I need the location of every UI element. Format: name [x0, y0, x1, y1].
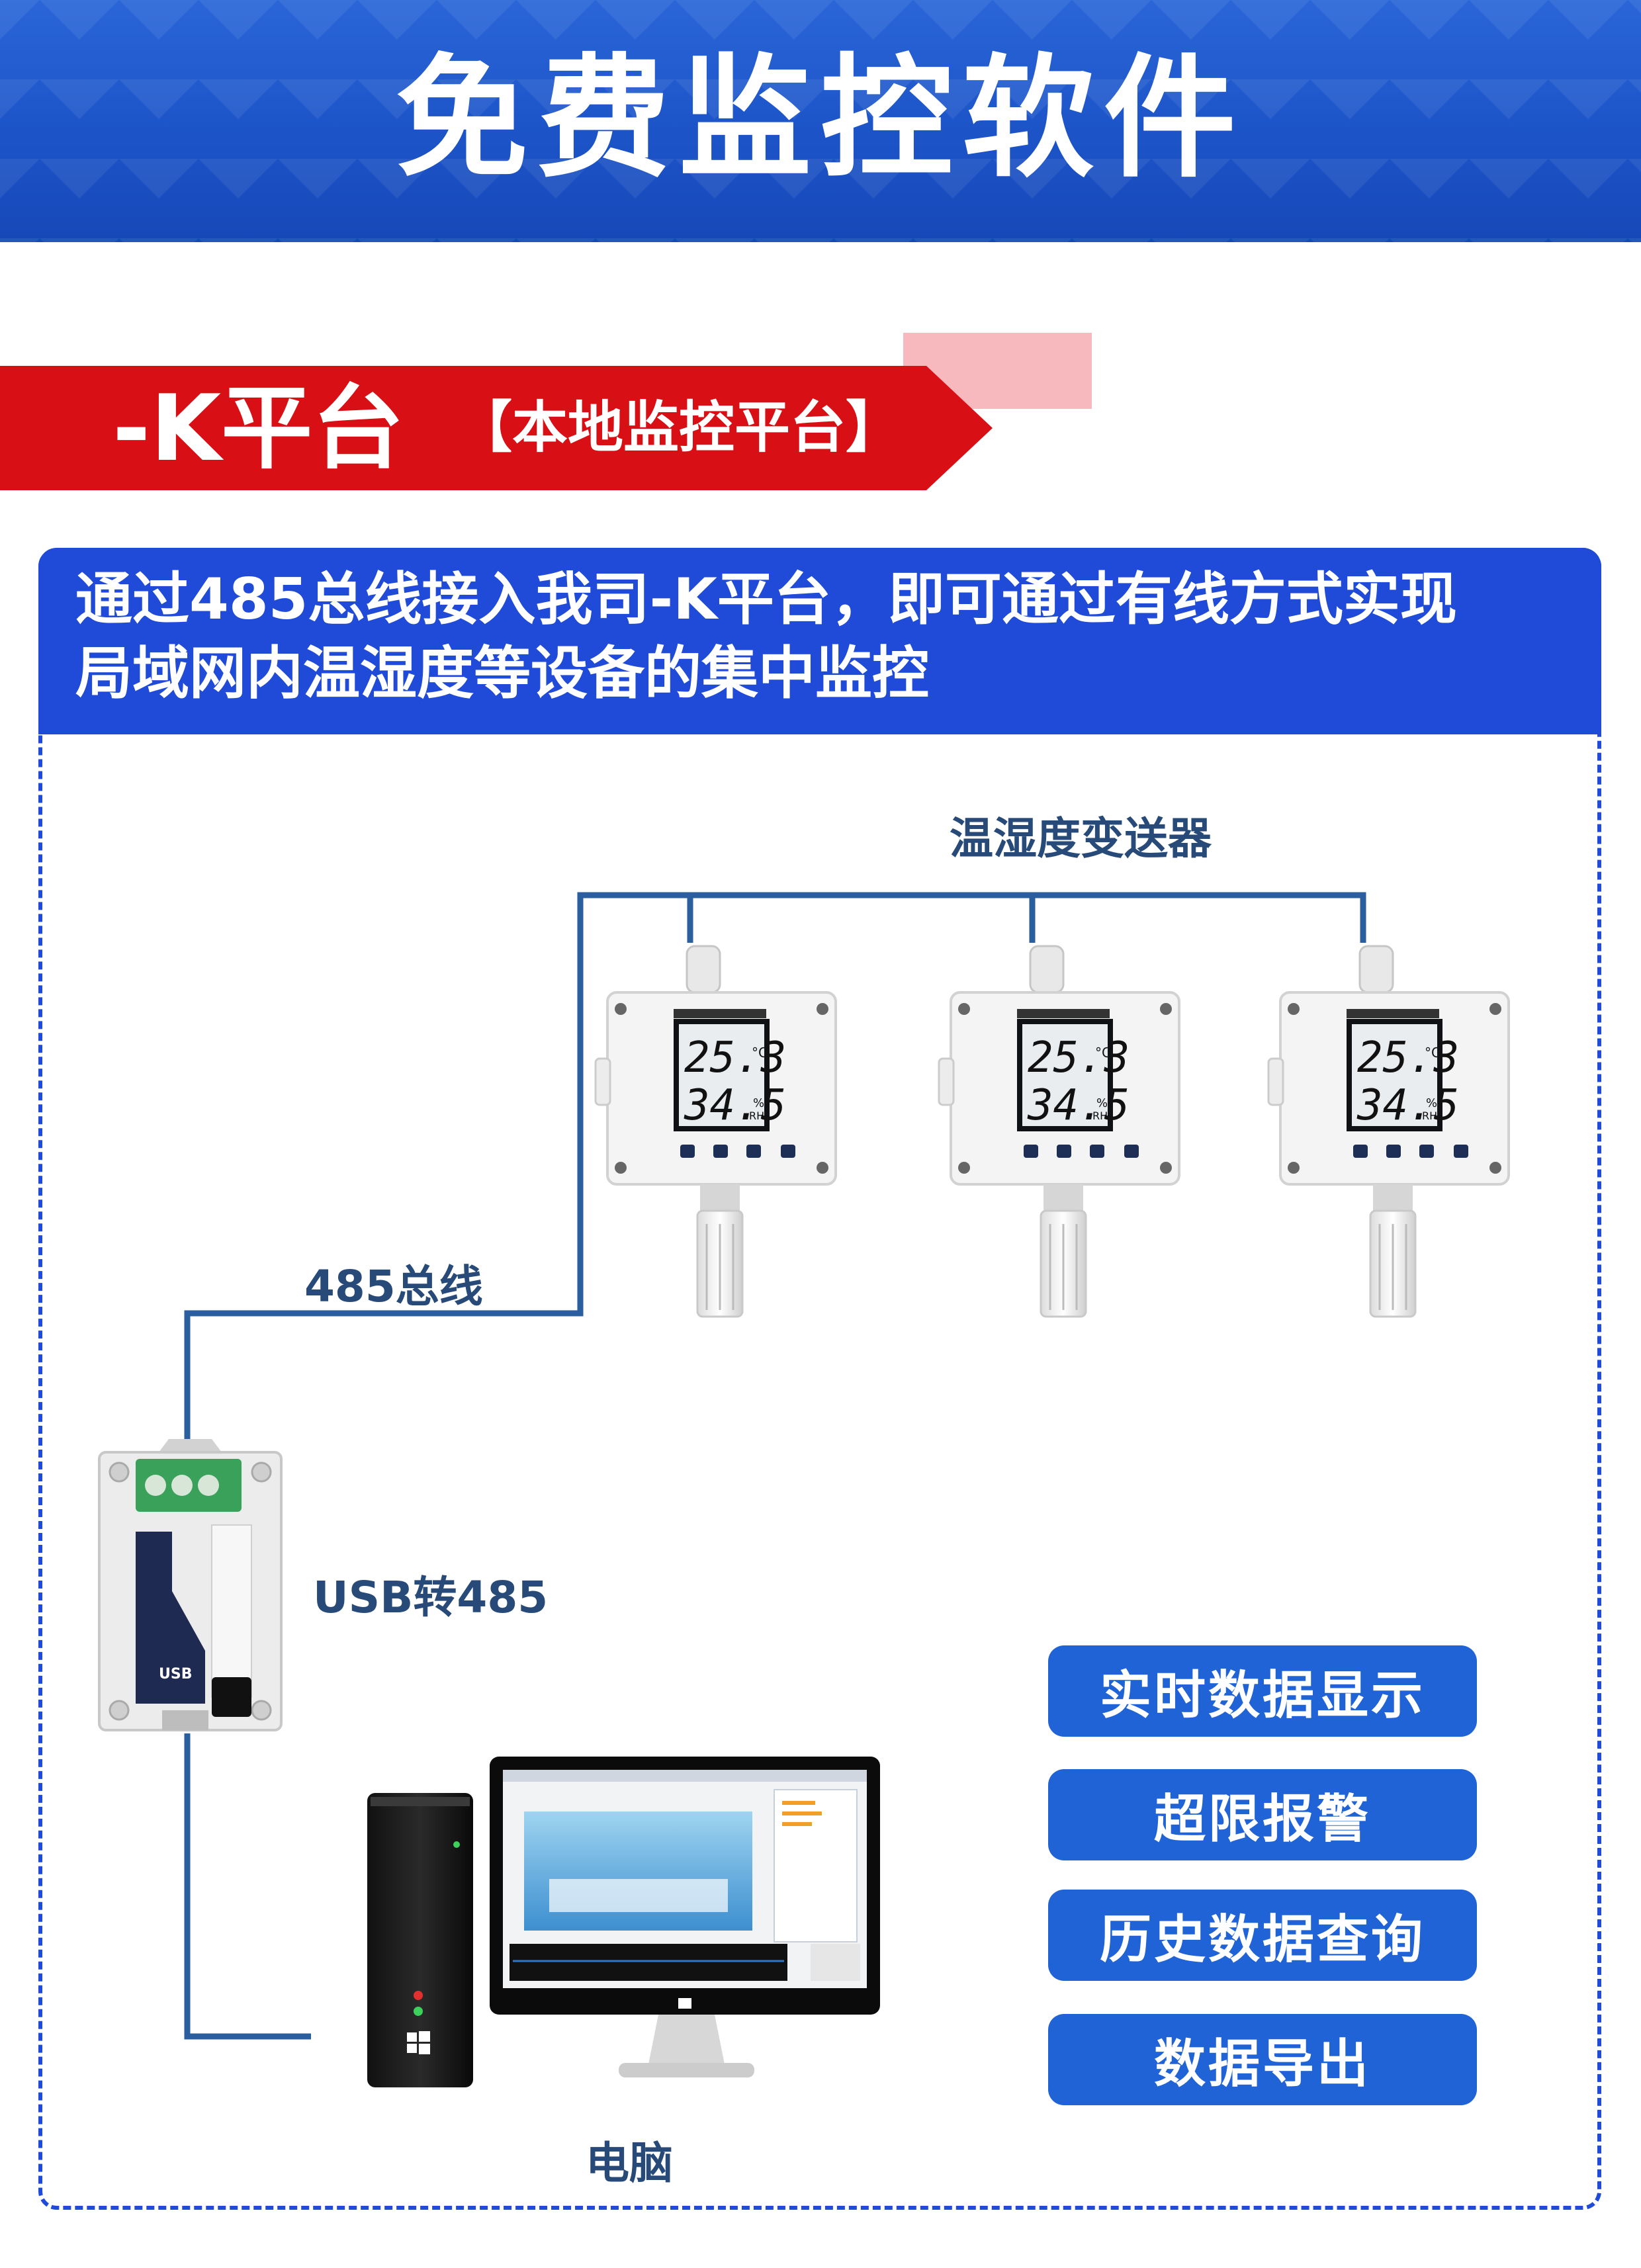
temp-unit: °C: [1425, 1045, 1441, 1061]
feature-over-limit-alarm: 超限报警: [1048, 1769, 1477, 1860]
transmitter-3: 25.3 °C 34.5 % RH: [1267, 945, 1510, 1318]
windows-logo-icon: [407, 2031, 430, 2054]
feature-history-query: 历史数据查询: [1048, 1890, 1477, 1981]
hum-unit-rh: RH: [1092, 1110, 1108, 1122]
ribbon-platform-name: -K平台: [112, 375, 404, 482]
wires: [184, 892, 1366, 2040]
hum-unit: %: [1426, 1096, 1437, 1110]
temp-unit: °C: [1095, 1045, 1111, 1061]
feature-data-export: 数据导出: [1048, 2014, 1477, 2105]
hum-unit: %: [1096, 1096, 1108, 1110]
temp-value: 25.3: [1357, 1033, 1459, 1082]
ribbon-subtitle: 【本地监控平台】: [457, 395, 902, 460]
pc-wire: [184, 1733, 311, 2040]
converter-label: USB转485: [313, 1572, 549, 1623]
hum-value: 34.5: [684, 1081, 786, 1130]
hum-unit-rh: RH: [749, 1110, 764, 1122]
converter-usb-text: USB: [159, 1666, 192, 1682]
transmitters-label: 温湿度变送器: [950, 813, 1212, 864]
top-banner: 免费监控软件: [0, 0, 1641, 242]
usb-485-converter: USB: [98, 1439, 283, 1731]
transmitter-1: 25.3 °C 34.5 % RH: [594, 945, 837, 1318]
description-line-1: 通过485总线接入我司-K平台，即可通过有线方式实现: [75, 566, 1457, 632]
temp-value: 25.3: [1028, 1033, 1130, 1082]
panel-border: [38, 548, 1601, 2210]
desktop-computer: [367, 1757, 880, 2087]
computer-label: 电脑: [586, 2138, 673, 2189]
bus-label: 485总线: [304, 1261, 483, 1312]
hum-unit: %: [753, 1096, 764, 1110]
banner-title: 免费监控软件: [395, 42, 1245, 196]
temp-value: 25.3: [684, 1033, 786, 1082]
hum-unit-rh: RH: [1422, 1110, 1437, 1122]
temp-unit: °C: [752, 1045, 768, 1061]
panel-header: [38, 548, 1601, 734]
pc-tower: [367, 1793, 473, 2087]
transmitter-2: 25.3 °C 34.5 % RH: [938, 945, 1180, 1318]
hum-value: 34.5: [1356, 1081, 1459, 1130]
feature-realtime-display: 实时数据显示: [1048, 1645, 1477, 1737]
section-ribbon: [0, 366, 993, 490]
banner-pattern: [0, 0, 1641, 242]
bus-wire: [184, 892, 1366, 1449]
description-line-2: 局域网内温湿度等设备的集中监控: [75, 640, 929, 707]
hum-value: 34.5: [1027, 1081, 1130, 1130]
panel-description: 通过485总线接入我司-K平台，即可通过有线方式实现 局域网内温湿度等设备的集中…: [75, 562, 1571, 711]
